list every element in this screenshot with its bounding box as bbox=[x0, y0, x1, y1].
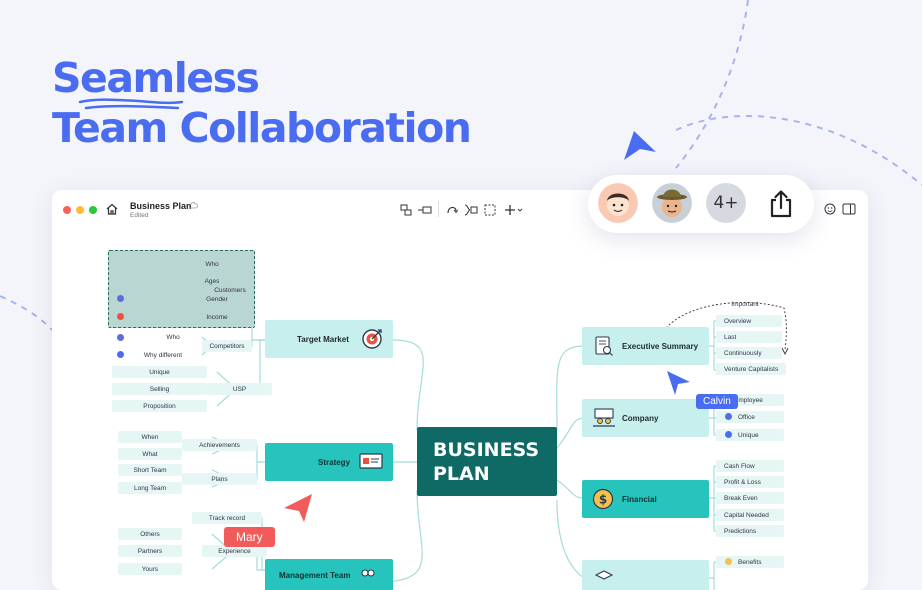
avatar[interactable] bbox=[652, 183, 692, 223]
mary-cursor-icon bbox=[284, 494, 312, 522]
person-icon bbox=[117, 295, 124, 302]
topic-label: Strategy bbox=[318, 457, 351, 467]
branch-competitors[interactable]: Competitors bbox=[202, 340, 252, 352]
minimize-window-button[interactable] bbox=[76, 206, 84, 214]
leaf-customers-who[interactable]: Who bbox=[205, 260, 219, 268]
headline-line2: Team Collaboration bbox=[52, 104, 472, 152]
branch-plans[interactable]: Plans bbox=[182, 473, 257, 485]
subtopic-icon[interactable] bbox=[400, 204, 412, 216]
leaf-plans-short-team[interactable]: Short Team bbox=[118, 464, 182, 476]
title-bar: Business Plan Edited bbox=[52, 190, 868, 230]
office-pin-icon bbox=[725, 413, 732, 420]
headline-underline-squiggle bbox=[78, 98, 184, 110]
document-title[interactable]: Business Plan bbox=[130, 201, 192, 211]
topic-partial[interactable] bbox=[582, 560, 709, 590]
app-window: Business Plan Edited bbox=[52, 190, 868, 590]
leaf-achievements-when[interactable]: When bbox=[118, 431, 182, 443]
leaf-experience-others[interactable]: Others bbox=[118, 528, 182, 540]
boundary-icon[interactable] bbox=[484, 204, 496, 216]
topic-target-market[interactable]: Target Market bbox=[265, 320, 393, 358]
branch-track-record[interactable]: Track record bbox=[192, 512, 262, 524]
svg-text:$: $ bbox=[599, 493, 607, 507]
money-icon bbox=[117, 313, 124, 320]
presentation-board-icon bbox=[359, 453, 383, 469]
leaf-last[interactable]: Last bbox=[716, 331, 782, 343]
leaf-break-even[interactable]: Break Even bbox=[716, 492, 784, 504]
leaf-competitors-why-different[interactable]: Why different bbox=[143, 351, 183, 359]
collaborators-bar: 4+ bbox=[588, 175, 814, 233]
leaf-profit-loss[interactable]: Profit & Loss bbox=[716, 476, 784, 488]
office-desk-icon bbox=[593, 408, 615, 427]
topic-company[interactable]: Company bbox=[582, 399, 709, 437]
topic-strategy[interactable]: Strategy bbox=[265, 443, 393, 481]
leaf-customers-gender[interactable]: Gender bbox=[206, 295, 228, 303]
topic-label: Company bbox=[622, 413, 659, 423]
selection-box[interactable] bbox=[108, 250, 255, 328]
summary-icon[interactable] bbox=[464, 204, 478, 216]
leaf-unique[interactable]: Unique bbox=[716, 429, 784, 441]
calvin-cursor-tag: Calvin bbox=[696, 394, 738, 409]
maximize-window-button[interactable] bbox=[89, 206, 97, 214]
leaf-experience-yours[interactable]: Yours bbox=[118, 563, 182, 575]
topic-management-team[interactable]: Management Team bbox=[265, 559, 393, 590]
leaf-office[interactable]: Office bbox=[716, 411, 784, 423]
central-topic[interactable]: BUSINESS PLAN bbox=[417, 427, 557, 496]
topic-executive-summary[interactable]: Executive Summary bbox=[582, 327, 709, 365]
topic-icon[interactable] bbox=[418, 204, 432, 216]
box-icon bbox=[594, 570, 614, 580]
branch-achievements[interactable]: Achievements bbox=[182, 439, 257, 451]
branch-usp[interactable]: USP bbox=[207, 383, 272, 395]
leaf-experience-partners[interactable]: Partners bbox=[118, 545, 182, 557]
emoji-icon[interactable] bbox=[824, 203, 836, 215]
leaf-competitors-who[interactable]: Who bbox=[166, 333, 180, 341]
topic-financial[interactable]: Financial $ bbox=[582, 480, 709, 518]
unique-star-icon bbox=[725, 431, 732, 438]
branch-customers[interactable]: Customers bbox=[214, 286, 246, 294]
leaf-predictions[interactable]: Predictions bbox=[716, 525, 784, 537]
home-icon[interactable] bbox=[106, 203, 118, 215]
insert-dropdown-icon[interactable] bbox=[504, 203, 524, 217]
leaf-achievements-what[interactable]: What bbox=[118, 448, 182, 460]
document-status: Edited bbox=[130, 212, 149, 219]
topic-label: Target Market bbox=[297, 334, 349, 344]
headline-line1: Seamless bbox=[52, 54, 260, 102]
leaf-venture-capitalists[interactable]: Venture Capitalists bbox=[716, 363, 786, 375]
more-collaborators-badge[interactable]: 4+ bbox=[706, 183, 746, 223]
leaf-overview[interactable]: Overview bbox=[716, 315, 782, 327]
leaf-continuously[interactable]: Continuously bbox=[716, 347, 782, 359]
cloud-sync-icon bbox=[188, 202, 198, 209]
close-window-button[interactable] bbox=[63, 206, 71, 214]
leaf-benefits[interactable]: Benefits bbox=[716, 556, 784, 568]
target-icon bbox=[362, 329, 382, 349]
branch-experience[interactable]: Experience bbox=[202, 545, 267, 557]
leaf-usp-selling[interactable]: Selling bbox=[112, 383, 207, 395]
topic-label: Financial bbox=[622, 494, 657, 504]
leaf-customers-ages[interactable]: Ages bbox=[204, 277, 220, 285]
relationship-icon[interactable] bbox=[446, 204, 458, 216]
person-icon bbox=[117, 334, 124, 341]
mary-cursor-tag: Mary bbox=[224, 527, 275, 547]
leaf-cash-flow[interactable]: Cash Flow bbox=[716, 460, 784, 472]
share-icon[interactable] bbox=[766, 189, 796, 219]
team-icon bbox=[361, 569, 375, 577]
note-important[interactable]: Important bbox=[731, 300, 759, 308]
pointer-cursor-icon bbox=[624, 131, 656, 160]
toolbar-divider bbox=[438, 201, 439, 217]
leaf-usp-unique[interactable]: Unique bbox=[112, 366, 207, 378]
leaf-customers-income[interactable]: Income bbox=[206, 313, 228, 321]
sidebar-toggle-icon[interactable] bbox=[842, 203, 856, 215]
topic-label: Executive Summary bbox=[622, 341, 699, 351]
question-icon bbox=[117, 351, 124, 358]
leaf-capital-needed[interactable]: Capital Needed bbox=[716, 509, 784, 521]
leaf-plans-long-team[interactable]: Long Team bbox=[118, 482, 182, 494]
benefits-emoji-icon bbox=[725, 558, 732, 565]
document-search-icon bbox=[595, 336, 613, 356]
dollar-coin-icon: $ bbox=[592, 488, 614, 510]
leaf-usp-proposition[interactable]: Proposition bbox=[112, 400, 207, 412]
calvin-cursor-icon bbox=[667, 371, 690, 395]
avatar[interactable] bbox=[598, 183, 638, 223]
